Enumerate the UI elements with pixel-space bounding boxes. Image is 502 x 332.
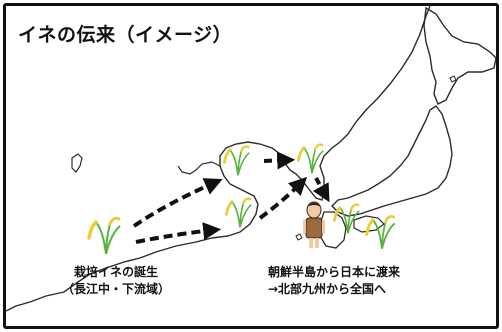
small-island [449, 75, 457, 83]
route-arrow-shandong-korea [263, 151, 296, 170]
rice-plant-icon [224, 197, 253, 229]
small-island [295, 233, 303, 241]
route-arrow-yangtze-north [132, 178, 223, 228]
origin-label: 栽培イネの誕生 （長江中・下流域） [62, 264, 170, 298]
bohai-coastline [177, 161, 221, 175]
rice-route-map [6, 6, 496, 312]
route-label: 朝鮮半島から日本に渡来 →北部九州から全国へ [268, 264, 400, 298]
hokkaido-outline [423, 6, 496, 105]
taiwan-outline [71, 153, 83, 173]
route-label-line1: 朝鮮半島から日本に渡来 [268, 265, 401, 279]
origin-label-line2: （長江中・下流域） [62, 282, 171, 296]
route-arrow-yangtze-east [135, 222, 222, 244]
map-frame: イネの伝来（イメージ） 栽培イネの誕生 （長江中・下流域） 朝鮮半島から日本に渡… [3, 3, 499, 329]
mainland-coastline [6, 6, 431, 312]
rice-plant-icon [296, 143, 325, 175]
map-title: イネの伝来（イメージ） [18, 24, 233, 46]
shikoku-outline [353, 215, 385, 233]
route-arrow-china-korea [258, 176, 308, 220]
route-arrow-korea-kyushu [312, 177, 330, 203]
honshu-outline [331, 105, 453, 217]
farmer-figure-icon [303, 201, 325, 248]
origin-label-line1: 栽培イネの誕生 [74, 265, 159, 279]
rice-plant-icon [222, 145, 251, 177]
rice-plant-icon [87, 216, 122, 256]
route-label-line2: →北部九州から全国へ [268, 282, 387, 296]
